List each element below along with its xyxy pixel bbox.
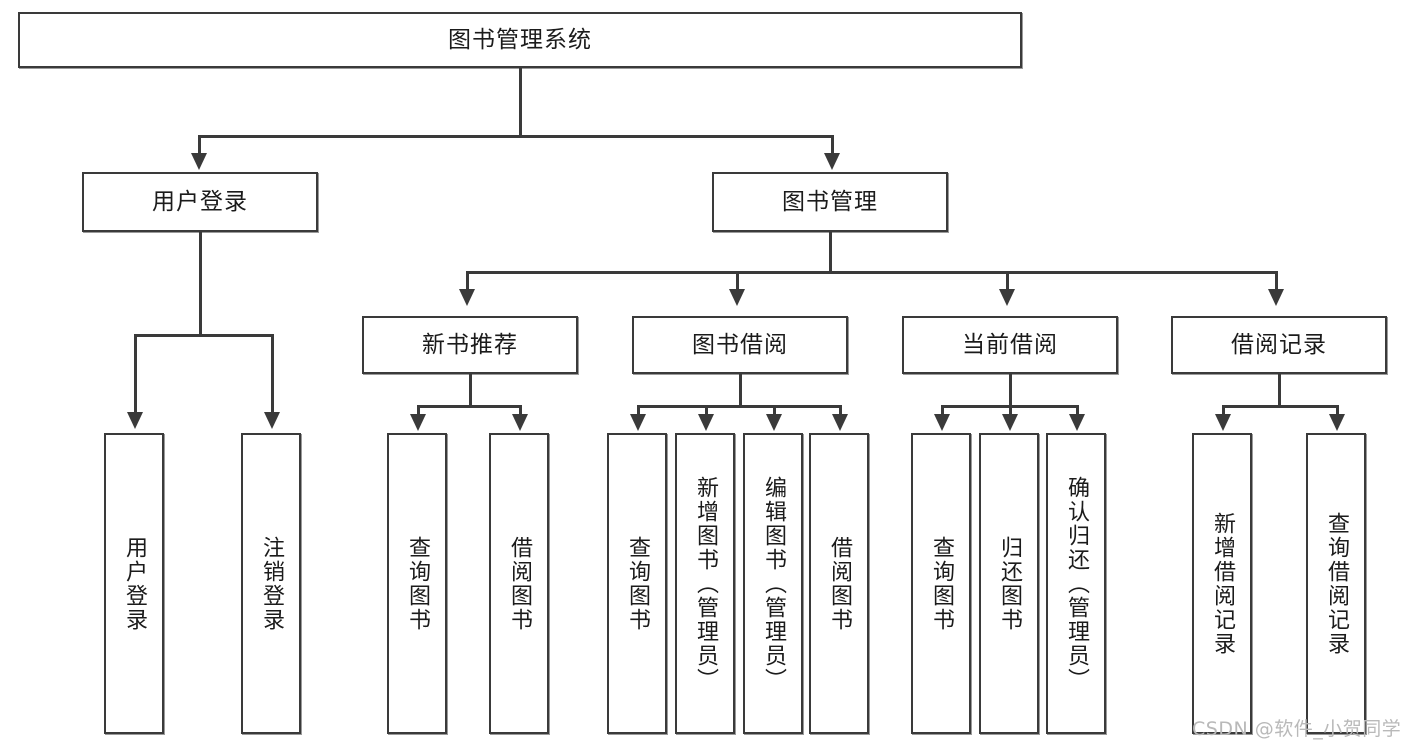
connector-root-to-user-login — [198, 135, 201, 157]
connector-root-bar — [198, 135, 834, 138]
arrow-root-to-user-login — [191, 153, 207, 170]
connector-book-manage-b3 — [1006, 271, 1009, 293]
connector-borrow-stem — [739, 374, 742, 408]
leaf-current-query-book[interactable]: 查询图书 — [911, 433, 971, 734]
node-label: 编辑图书（管理员） — [760, 475, 786, 692]
connector-user-login-bar — [134, 334, 274, 337]
node-label: 新增借阅记录 — [1209, 511, 1235, 656]
connector-record-stem — [1278, 374, 1281, 408]
arrow-book-manage-b2 — [729, 289, 745, 306]
arrow-current-b3 — [1069, 414, 1085, 431]
leaf-record-add-record[interactable]: 新增借阅记录 — [1192, 433, 1252, 734]
connector-recommend-b1 — [417, 405, 420, 417]
node-label: 借阅图书 — [506, 535, 532, 632]
leaf-record-query-record[interactable]: 查询借阅记录 — [1306, 433, 1366, 734]
arrow-borrow-b3 — [766, 414, 782, 431]
arrow-record-b2 — [1329, 414, 1345, 431]
node-label: 查询图书 — [624, 535, 650, 632]
arrow-user-login-b1 — [127, 412, 143, 429]
node-root-system[interactable]: 图书管理系统 — [18, 12, 1022, 68]
arrow-record-b1 — [1215, 414, 1231, 431]
leaf-recommend-borrow-book[interactable]: 借阅图书 — [489, 433, 549, 734]
node-current-borrow[interactable]: 当前借阅 — [902, 316, 1118, 374]
arrow-current-b1 — [934, 414, 950, 431]
leaf-current-confirm-return-admin[interactable]: 确认归还（管理员） — [1046, 433, 1106, 734]
leaf-user-logout[interactable]: 注销登录 — [241, 433, 301, 734]
node-label: 新增图书（管理员） — [692, 475, 718, 692]
connector-borrow-b4 — [839, 405, 842, 417]
node-label: 新书推荐 — [422, 331, 518, 358]
node-label: 查询图书 — [928, 535, 954, 632]
node-book-borrow[interactable]: 图书借阅 — [632, 316, 848, 374]
arrow-borrow-b1 — [630, 414, 646, 431]
connector-root-to-book-manage — [831, 135, 834, 157]
leaf-user-login[interactable]: 用户登录 — [104, 433, 164, 734]
connector-book-manage-b1 — [466, 271, 469, 293]
node-label: 用户登录 — [121, 535, 147, 632]
connector-record-b1 — [1222, 405, 1225, 417]
leaf-borrow-query-book[interactable]: 查询图书 — [607, 433, 667, 734]
connector-recommend-bar — [417, 405, 522, 408]
connector-borrow-b2 — [705, 405, 708, 417]
connector-current-b1 — [941, 405, 944, 417]
connector-borrow-bar — [637, 405, 842, 408]
connector-book-manage-b2 — [736, 271, 739, 293]
arrow-recommend-b1 — [410, 414, 426, 431]
connector-user-login-b2 — [271, 334, 274, 416]
node-label: 查询借阅记录 — [1323, 511, 1349, 656]
node-label: 图书管理系统 — [448, 26, 592, 53]
node-label: 确认归还（管理员） — [1063, 475, 1089, 692]
node-label: 当前借阅 — [962, 331, 1058, 358]
arrow-book-manage-b1 — [459, 289, 475, 306]
node-label: 归还图书 — [996, 535, 1022, 632]
arrow-borrow-b4 — [832, 414, 848, 431]
connector-current-b3 — [1076, 405, 1079, 417]
leaf-borrow-add-book-admin[interactable]: 新增图书（管理员） — [675, 433, 735, 734]
node-label: 用户登录 — [152, 188, 248, 215]
node-label: 查询图书 — [404, 535, 430, 632]
connector-current-stem — [1009, 374, 1012, 408]
leaf-current-return-book[interactable]: 归还图书 — [979, 433, 1039, 734]
arrow-user-login-b2 — [264, 412, 280, 429]
connector-record-b2 — [1336, 405, 1339, 417]
connector-recommend-stem — [469, 374, 472, 408]
connector-borrow-b1 — [637, 405, 640, 417]
arrow-current-b2 — [1002, 414, 1018, 431]
arrow-recommend-b2 — [512, 414, 528, 431]
node-label: 借阅记录 — [1231, 331, 1327, 358]
leaf-borrow-borrow-book[interactable]: 借阅图书 — [809, 433, 869, 734]
node-new-book-recommend[interactable]: 新书推荐 — [362, 316, 578, 374]
node-label: 图书管理 — [782, 188, 878, 215]
connector-book-manage-stem — [829, 232, 832, 274]
node-book-management[interactable]: 图书管理 — [712, 172, 948, 232]
leaf-borrow-edit-book-admin[interactable]: 编辑图书（管理员） — [743, 433, 803, 734]
arrow-root-to-book-manage — [824, 153, 840, 170]
connector-record-bar — [1222, 405, 1338, 408]
arrow-borrow-b2 — [698, 414, 714, 431]
connector-book-manage-bar — [466, 271, 1278, 274]
connector-book-manage-b4 — [1275, 271, 1278, 293]
connector-user-login-stem — [199, 232, 202, 337]
node-label: 借阅图书 — [826, 535, 852, 632]
connector-recommend-b2 — [519, 405, 522, 417]
connector-borrow-b3 — [773, 405, 776, 417]
arrow-book-manage-b4 — [1268, 289, 1284, 306]
connector-root-stem — [519, 68, 522, 137]
node-user-login[interactable]: 用户登录 — [82, 172, 318, 232]
leaf-recommend-query-book[interactable]: 查询图书 — [387, 433, 447, 734]
connector-current-b2 — [1009, 405, 1012, 417]
node-label: 图书借阅 — [692, 331, 788, 358]
arrow-book-manage-b3 — [999, 289, 1015, 306]
node-borrow-record[interactable]: 借阅记录 — [1171, 316, 1387, 374]
connector-user-login-b1 — [134, 334, 137, 416]
node-label: 注销登录 — [258, 535, 284, 632]
